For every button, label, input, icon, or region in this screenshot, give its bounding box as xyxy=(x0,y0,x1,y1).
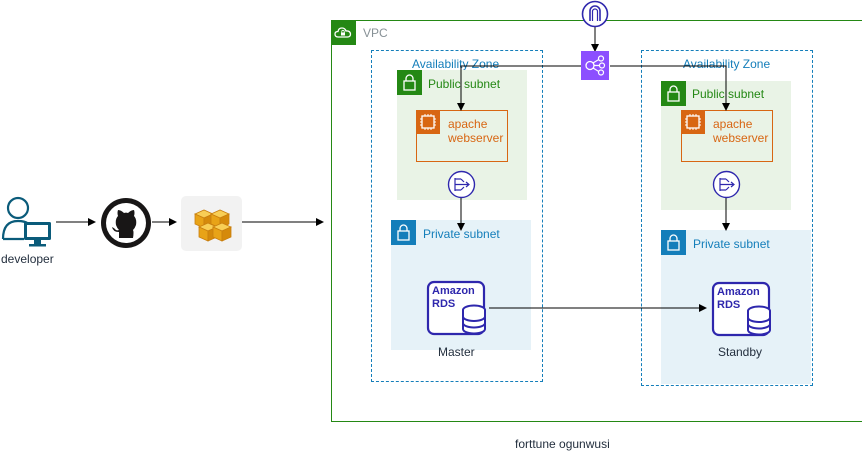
lock-icon xyxy=(667,85,680,102)
user-icon xyxy=(1,196,51,247)
public-subnet-right-tag xyxy=(661,81,686,106)
nat-gateway-icon xyxy=(447,170,476,199)
ec2-instance-icon xyxy=(420,114,436,130)
db-master-label: Master xyxy=(438,345,475,359)
private-subnet-left-label: Private subnet xyxy=(423,227,500,241)
private-subnet-right-tag xyxy=(661,230,686,255)
lock-icon xyxy=(397,224,410,241)
availability-zone-right-label: Availability Zone xyxy=(683,57,771,71)
public-subnet-right-label: Public subnet xyxy=(692,87,765,101)
availability-zone-left xyxy=(371,50,543,382)
private-subnet-left-tag xyxy=(391,220,416,245)
rds-database-icon xyxy=(711,281,771,337)
rds-database-icon xyxy=(426,280,486,336)
availability-zone-right xyxy=(641,50,813,386)
cloud-icon xyxy=(334,27,352,38)
webserver-right-label-line2: webserver xyxy=(713,131,769,145)
rds-master-line2: RDS xyxy=(432,298,456,310)
public-subnet-left-label: Public subnet xyxy=(428,77,501,91)
ec2-instance-icon xyxy=(685,114,701,130)
elastic-beanstalk-icon xyxy=(181,196,242,251)
developer-label: developer xyxy=(1,252,54,266)
nat-gateway-icon xyxy=(712,170,741,199)
webserver-left-label-line1: apache xyxy=(448,117,488,131)
author-caption: forttune ogunwusi xyxy=(515,437,610,451)
db-standby-label: Standby xyxy=(718,345,763,359)
arrow-elb-to-webserver-right xyxy=(610,65,730,111)
rds-standby-line2: RDS xyxy=(717,299,741,311)
rds-standby-line1: Amazon xyxy=(717,286,760,298)
vpc-tag xyxy=(331,20,356,45)
arrow-elb-to-webserver-left xyxy=(457,65,582,111)
lock-icon xyxy=(403,74,416,91)
webserver-left-label-line2: webserver xyxy=(448,131,504,145)
load-balancer-icon xyxy=(581,51,609,80)
availability-zone-left-label: Availability Zone xyxy=(412,57,500,71)
rds-master: Amazon RDS xyxy=(426,280,490,338)
private-subnet-right-label: Private subnet xyxy=(693,237,770,251)
webserver-right-label-line1: apache xyxy=(713,117,753,131)
rds-master-line1: Amazon xyxy=(432,285,475,297)
lock-icon xyxy=(667,234,680,251)
github-icon xyxy=(101,198,151,248)
webserver-right-tag xyxy=(681,110,705,134)
public-subnet-left-tag xyxy=(397,70,422,95)
vpc-label: VPC xyxy=(363,26,388,40)
rds-standby: Amazon RDS xyxy=(711,281,775,339)
internet-gateway-icon xyxy=(581,0,609,28)
webserver-left-tag xyxy=(416,110,440,134)
